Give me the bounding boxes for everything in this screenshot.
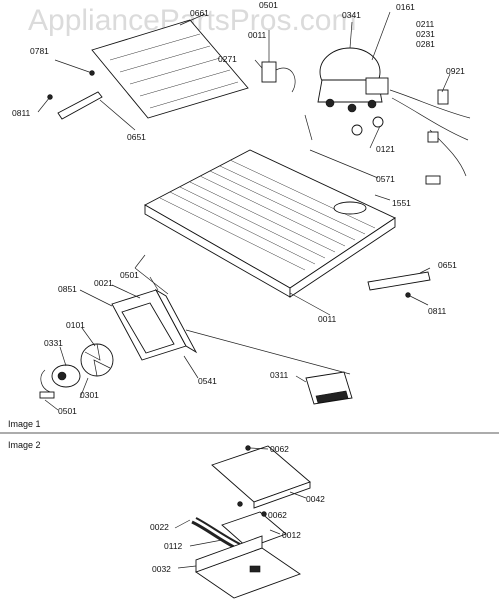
label-0021: 0021 [94,278,113,288]
control-cover [211,445,311,509]
fan-shroud [111,288,198,361]
section-label-image2: Image 2 [8,440,41,450]
label-1551: 1551 [392,198,411,208]
label-0022: 0022 [150,522,169,532]
label-0311: 0311 [270,370,289,380]
bracket-right [367,271,431,298]
section-label-image1: Image 1 [8,419,41,429]
label-0011-mid: 0011 [318,314,337,324]
label-0501-bot: 0501 [58,406,77,416]
label-0501-mid: 0501 [120,270,139,280]
label-0811-right: 0811 [428,306,447,316]
leader-lines [37,11,451,411]
label-0571: 0571 [376,174,395,184]
label-0661: 0661 [190,8,209,18]
label-0161: 0161 [396,2,415,12]
label-0042: 0042 [306,494,325,504]
label-0032: 0032 [152,564,171,574]
bracket-left [47,70,103,120]
part-0311 [305,371,353,405]
part-labels: 0661 0501 0011 0341 0161 0211 0231 0281 … [12,0,465,574]
label-0101: 0101 [66,320,85,330]
condenser-pan [144,149,396,298]
label-0271: 0271 [218,54,237,64]
relay-clip [261,30,296,93]
label-0811-left: 0811 [12,108,31,118]
label-0781: 0781 [30,46,49,56]
label-0651-left: 0651 [127,132,146,142]
label-0011-top: 0011 [248,30,267,40]
label-0231: 0231 [416,29,435,39]
label-0331: 0331 [44,338,63,348]
label-0851: 0851 [58,284,77,294]
label-0281: 0281 [416,39,435,49]
compressor [317,47,471,185]
wire-harness [191,517,241,550]
label-0062-mid: 0062 [268,510,287,520]
label-0012: 0012 [282,530,301,540]
label-0651-right: 0651 [438,260,457,270]
fan-motor [39,343,114,399]
label-0121: 0121 [376,144,395,154]
cover-panel [91,19,249,119]
control-housing [195,535,301,599]
label-0341: 0341 [342,10,361,20]
label-0301: 0301 [80,390,99,400]
label-0112: 0112 [164,541,183,551]
label-0211: 0211 [416,19,435,29]
leader-lines-image2 [174,447,307,569]
label-0541: 0541 [198,376,217,386]
label-0501-top: 0501 [259,0,278,10]
label-0921: 0921 [446,66,465,76]
control-board [221,501,287,549]
label-0062-top: 0062 [270,444,289,454]
